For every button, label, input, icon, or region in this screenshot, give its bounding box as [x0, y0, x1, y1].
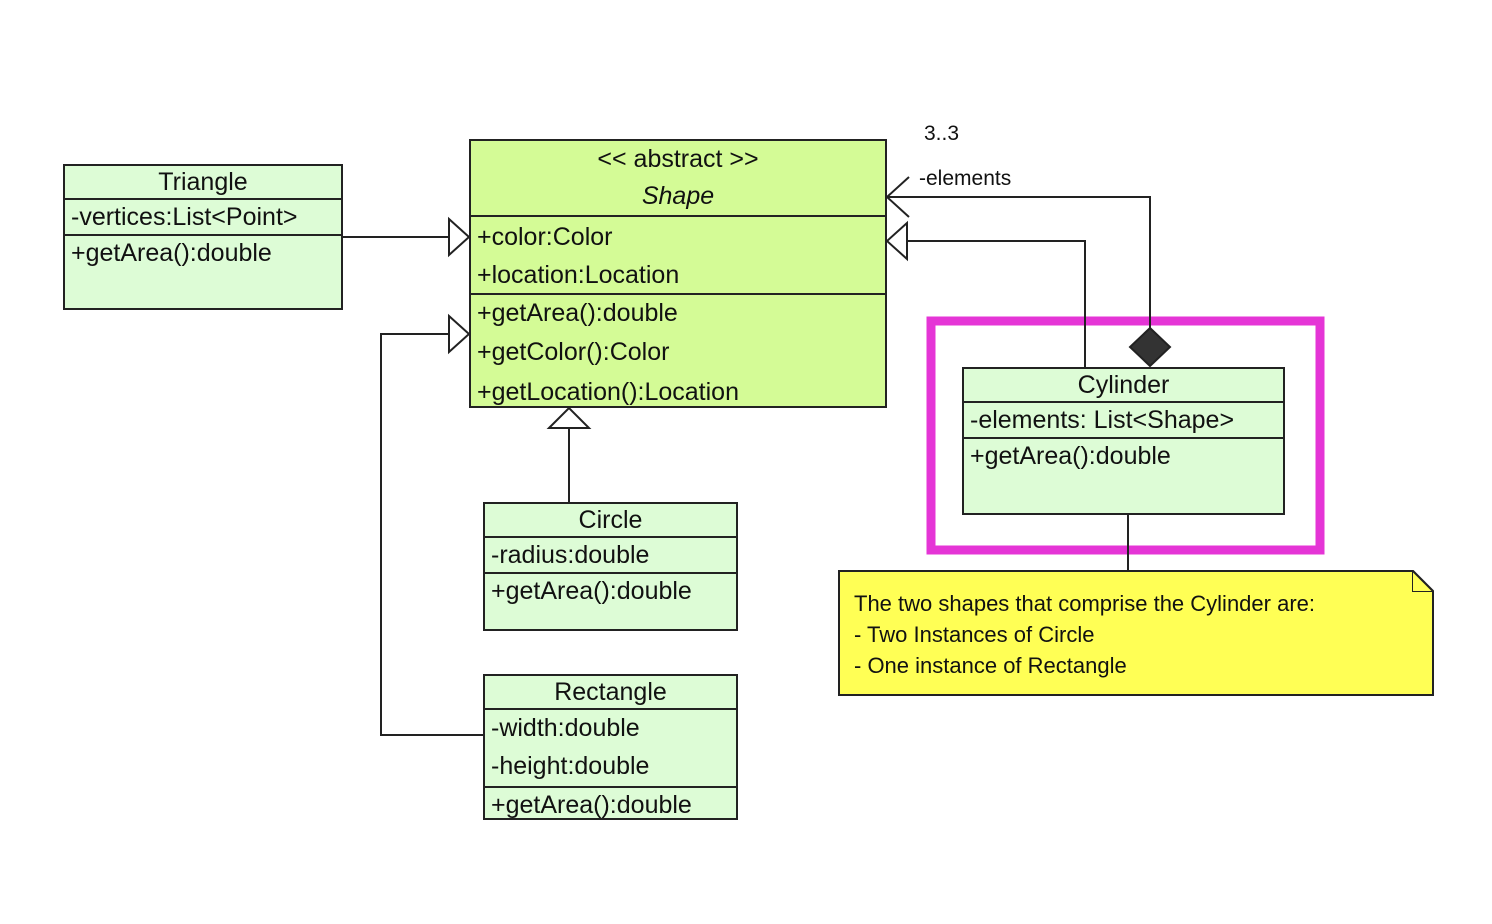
attributes-section: +color:Color +location:Location: [471, 217, 885, 295]
attribute: -radius:double: [491, 541, 650, 569]
attribute: +color:Color: [477, 223, 613, 251]
generalization-rectangle-shape: [380, 313, 483, 736]
class-rectangle[interactable]: Rectangle -width:double -height:double +…: [483, 674, 738, 820]
composition-cylinder-elements: [885, 176, 1172, 368]
operations-section: +getArea():double: [485, 788, 736, 822]
operations-section: +getArea():double: [964, 439, 1283, 473]
class-name: Shape: [641, 182, 715, 210]
attribute: -width:double: [491, 714, 640, 742]
class-shape[interactable]: << abstract >> Shape +color:Color +locat…: [469, 139, 887, 408]
operations-section: +getArea():double +getColor():Color +get…: [471, 295, 885, 411]
class-triangle[interactable]: Triangle -vertices:List<Point> +getArea(…: [63, 164, 343, 310]
class-name: Circle: [485, 504, 736, 538]
multiplicity-label: 3..3: [924, 122, 960, 145]
class-name: Cylinder: [964, 369, 1283, 403]
generalization-cylinder-shape: [885, 220, 1086, 367]
attributes-section: -width:double -height:double: [485, 710, 736, 788]
stereotype-label: << abstract >>: [597, 145, 759, 173]
attributes-section: -vertices:List<Point>: [65, 200, 341, 236]
class-name: Rectangle: [485, 676, 736, 710]
class-circle[interactable]: Circle -radius:double +getArea():double: [483, 502, 738, 631]
attribute: -elements: List<Shape>: [970, 406, 1235, 434]
operation: +getArea():double: [71, 239, 272, 267]
operation: +getColor():Color: [477, 338, 670, 366]
note-fold-icon: [1412, 570, 1434, 592]
note-line: - One instance of Rectangle: [854, 653, 1127, 678]
attribute: -vertices:List<Point>: [71, 203, 298, 231]
note-line: - Two Instances of Circle: [854, 622, 1095, 647]
note-box[interactable]: The two shapes that comprise the Cylinde…: [838, 570, 1434, 696]
operation: +getArea():double: [491, 791, 692, 819]
operation: +getArea():double: [491, 577, 692, 605]
role-label: -elements: [919, 167, 1012, 190]
highlight-frame: [926, 316, 1325, 555]
operation: +getLocation():Location: [477, 378, 739, 406]
attribute: +location:Location: [477, 261, 680, 289]
operations-section: +getArea():double: [485, 574, 736, 608]
class-header: << abstract >> Shape: [471, 141, 885, 217]
operation: +getArea():double: [477, 299, 678, 327]
attribute: -height:double: [491, 752, 650, 780]
attributes-section: -elements: List<Shape>: [964, 403, 1283, 439]
class-cylinder[interactable]: Cylinder -elements: List<Shape> +getArea…: [962, 367, 1285, 515]
operation: +getArea():double: [970, 442, 1171, 470]
generalization-circle-shape: [546, 406, 592, 502]
class-name: Triangle: [65, 166, 341, 200]
attributes-section: -radius:double: [485, 538, 736, 574]
note-line: The two shapes that comprise the Cylinde…: [854, 591, 1316, 616]
generalization-triangle-shape: [342, 216, 471, 258]
operations-section: +getArea():double: [65, 236, 341, 270]
